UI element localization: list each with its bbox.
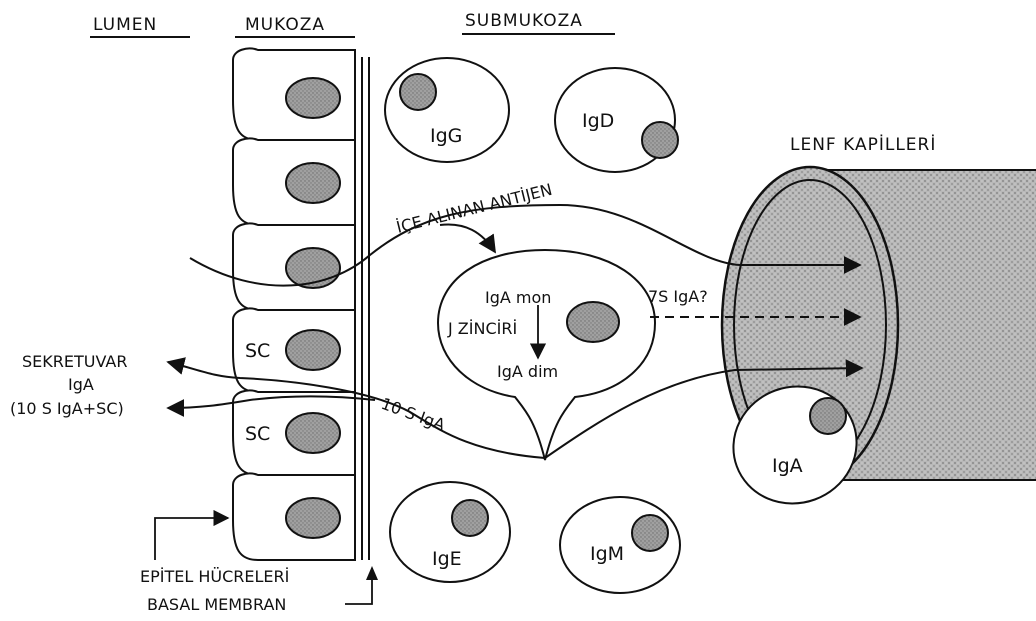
cell-igd-label: IgD [582, 110, 614, 132]
j-chain-label: J ZİNCİRİ [447, 319, 517, 338]
sc-label-upper: SC [245, 340, 270, 362]
cell-igg: IgG [385, 58, 509, 162]
epithelial-nucleus-2 [286, 163, 340, 203]
antigen-branch-arrow [440, 224, 495, 252]
secretory-label-1: SEKRETUVAR [22, 352, 127, 371]
epitel-label: EPİTEL HÜCRELERİ [140, 567, 289, 586]
epithelial-nucleus-4 [286, 330, 340, 370]
iga-dim-label: IgA dim [497, 362, 558, 381]
submukoza-header: SUBMUKOZA [465, 11, 583, 31]
epithelial-nucleus-5 [286, 413, 340, 453]
antigen-label: İÇE ALINAN ANTİJEN [394, 180, 554, 237]
cell-iga-label: IgA [772, 455, 803, 477]
cell-igm-label: IgM [590, 543, 624, 565]
cell-igm: IgM [560, 497, 680, 593]
cell-ige-label: IgE [432, 548, 462, 570]
seven-s-iga-label: 7S IgA? [648, 287, 708, 306]
cell-ige: IgE [390, 482, 510, 582]
basal-leader-arrowhead [366, 566, 378, 580]
secretory-label-3: (10 S IgA+SC) [10, 399, 124, 418]
cell-igd: IgD [555, 68, 678, 172]
plasma-cell-iga: IgA mon J ZİNCİRİ IgA dim [438, 250, 655, 460]
basal-leader-line [345, 568, 372, 604]
epithelial-cells [233, 48, 355, 560]
lumen-header: LUMEN [93, 15, 157, 35]
lenf-header: LENF KAPİLLERİ [790, 134, 936, 155]
secretory-label-2: IgA [68, 375, 94, 394]
epithelial-nucleus-1 [286, 78, 340, 118]
sc-label-lower: SC [245, 423, 270, 445]
iga-mon-label: IgA mon [485, 288, 551, 307]
mukoza-header: MUKOZA [245, 15, 325, 35]
ten-s-iga-label: 10 S IgA [379, 394, 448, 435]
epitel-leader-line [155, 518, 228, 560]
epithelial-nucleus-6 [286, 498, 340, 538]
cell-igg-label: IgG [430, 125, 462, 147]
basal-label: BASAL MEMBRAN [147, 595, 286, 614]
